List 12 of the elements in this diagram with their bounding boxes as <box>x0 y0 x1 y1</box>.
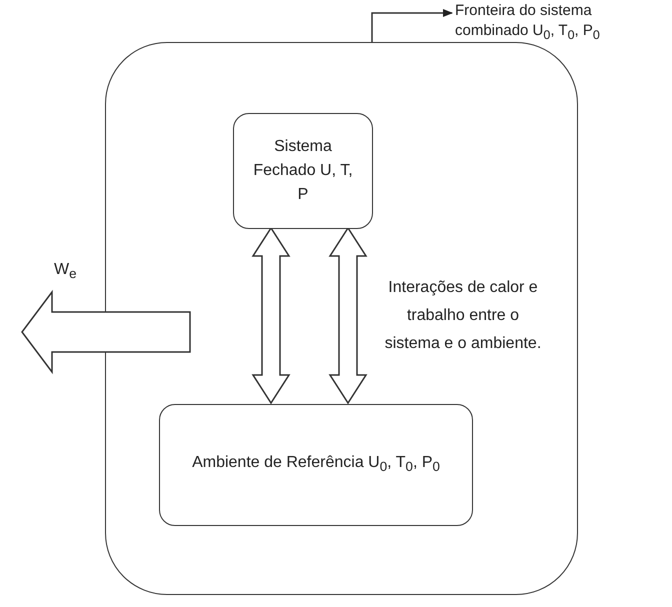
edge-label: W$_{e}$ <box>54 260 77 284</box>
system-boundary <box>105 42 578 595</box>
block-arrow <box>252 226 290 404</box>
leader-line <box>371 9 453 42</box>
block-arrow <box>328 226 368 404</box>
block-arrow <box>21 290 191 374</box>
process-box <box>233 113 373 229</box>
process-box <box>159 404 473 526</box>
annotation-text: Fronteira do sistema combinado U$_{0}$, T$_{0}$, P$_{0}$ <box>455 1 601 44</box>
annotation-text: Interações de calor e trabalho entre o sistema e o ambiente. <box>384 278 542 354</box>
node-label: Ambiente de Referência U$_{0}$, T$_{0}$, P$_{0}$ <box>191 452 441 476</box>
node-label: Sistema Fechado U, T, P <box>252 137 354 205</box>
